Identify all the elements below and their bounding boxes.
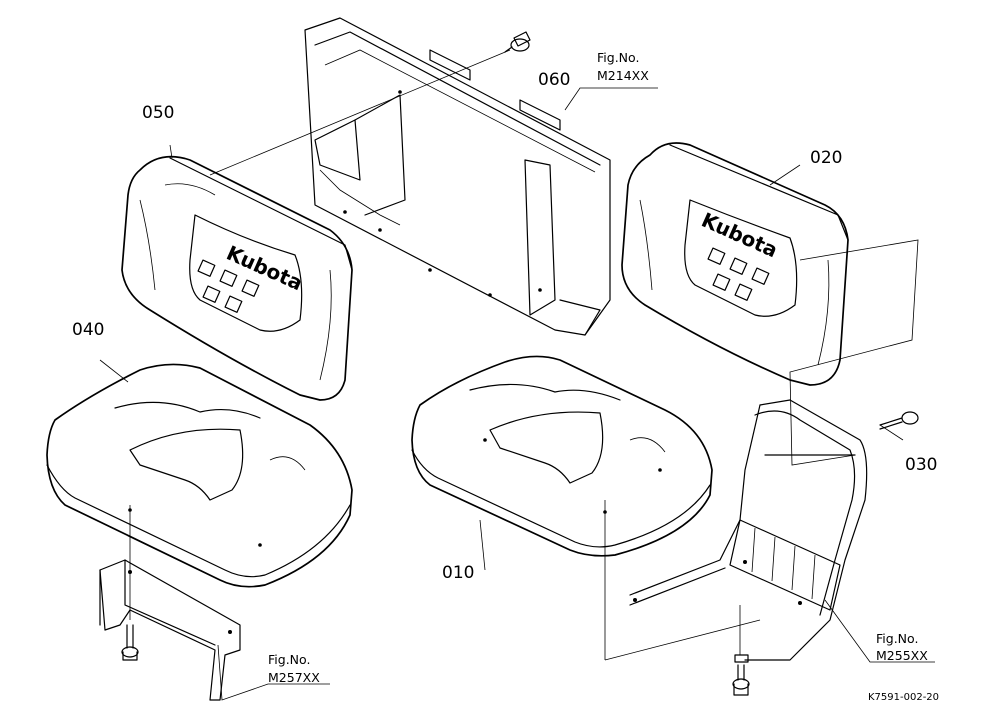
seat-cushion-right-drawing	[411, 355, 713, 557]
bolt-left-bracket-drawing	[121, 624, 139, 661]
kubota-logo-left: Kubota	[223, 241, 306, 296]
part-label-030: 030	[905, 455, 937, 475]
seat-bracket-left-drawing	[99, 559, 241, 701]
fig-ref-number-1: M214XX	[597, 68, 649, 83]
fig-ref-prefix-3: Fig.No.	[876, 631, 918, 646]
part-label-050: 050	[142, 103, 174, 123]
fig-ref-prefix-2: Fig.No.	[268, 652, 310, 667]
part-label-010: 010	[442, 563, 474, 583]
fig-ref-number-3: M255XX	[876, 648, 928, 663]
bolt-right-frame-drawing	[732, 654, 750, 696]
seat-cushion-left-drawing	[46, 363, 353, 588]
fig-ref-prefix-1: Fig.No.	[597, 50, 639, 65]
part-label-020: 020	[810, 148, 842, 168]
backrest-left-drawing: Kubota	[121, 155, 353, 401]
bolt-060-drawing	[504, 31, 531, 53]
backrest-right-drawing: Kubota	[621, 142, 849, 386]
bolt-030-drawing	[879, 411, 919, 430]
fig-ref-number-2: M257XX	[268, 670, 320, 685]
part-label-060: 060	[538, 70, 570, 90]
part-label-040: 040	[72, 320, 104, 340]
drawing-code: K7591-002-20	[868, 692, 939, 703]
rear-panel	[304, 17, 611, 336]
seat-frame-right-drawing	[629, 399, 868, 661]
leader-lines	[99, 49, 935, 701]
